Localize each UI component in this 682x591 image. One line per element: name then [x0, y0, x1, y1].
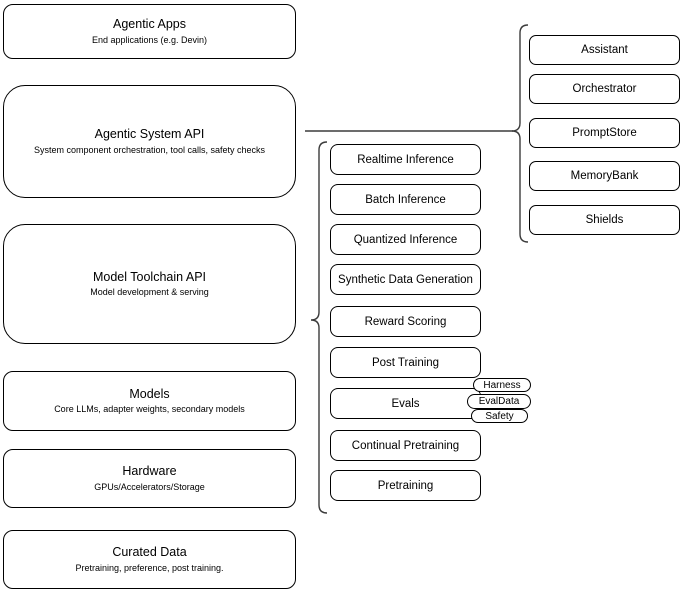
node-subtitle: Model development & serving: [90, 287, 209, 298]
node-synthetic-data-generation: Synthetic Data Generation: [330, 264, 481, 295]
node-batch-inference: Batch Inference: [330, 184, 481, 215]
node-realtime-inference: Realtime Inference: [330, 144, 481, 175]
brace-system-components: [511, 24, 529, 243]
node-title: Model Toolchain API: [92, 269, 207, 284]
node-curated-data: Curated Data Pretraining, preference, po…: [3, 530, 296, 589]
node-promptstore: PromptStore: [529, 118, 680, 148]
node-subtitle: GPUs/Accelerators/Storage: [94, 481, 205, 492]
node-models: Models Core LLMs, adapter weights, secon…: [3, 371, 296, 431]
node-memorybank: MemoryBank: [529, 161, 680, 191]
node-subtitle: End applications (e.g. Devin): [91, 34, 208, 45]
node-agentic-system-api: Agentic System API System component orch…: [3, 85, 296, 198]
node-continual-pretraining: Continual Pretraining: [330, 430, 481, 461]
node-assistant: Assistant: [529, 35, 680, 65]
node-subtitle: System component orchestration, tool cal…: [33, 144, 266, 155]
node-shields: Shields: [529, 205, 680, 235]
node-agentic-apps: Agentic Apps End applications (e.g. Devi…: [3, 4, 296, 59]
node-quantized-inference: Quantized Inference: [330, 224, 481, 255]
node-subtitle: Pretraining, preference, post training.: [75, 562, 224, 573]
node-hardware: Hardware GPUs/Accelerators/Storage: [3, 449, 296, 508]
node-orchestrator: Orchestrator: [529, 74, 680, 104]
node-title: Agentic System API: [94, 127, 205, 142]
node-reward-scoring: Reward Scoring: [330, 306, 481, 337]
node-title: Models: [129, 386, 170, 401]
node-model-toolchain-api: Model Toolchain API Model development & …: [3, 224, 296, 344]
node-subtitle: Core LLMs, adapter weights, secondary mo…: [54, 404, 245, 415]
node-post-training: Post Training: [330, 347, 481, 378]
node-title: Hardware: [122, 464, 177, 479]
node-pretraining: Pretraining: [330, 470, 481, 501]
brace-toolchain: [310, 141, 328, 514]
tag-evaldata: EvalData: [467, 394, 531, 409]
tag-safety: Safety: [471, 409, 528, 423]
node-evals: Evals: [330, 388, 481, 419]
node-title: Curated Data: [112, 545, 187, 560]
node-title: Agentic Apps: [113, 17, 186, 32]
tag-harness: Harness: [473, 378, 531, 392]
